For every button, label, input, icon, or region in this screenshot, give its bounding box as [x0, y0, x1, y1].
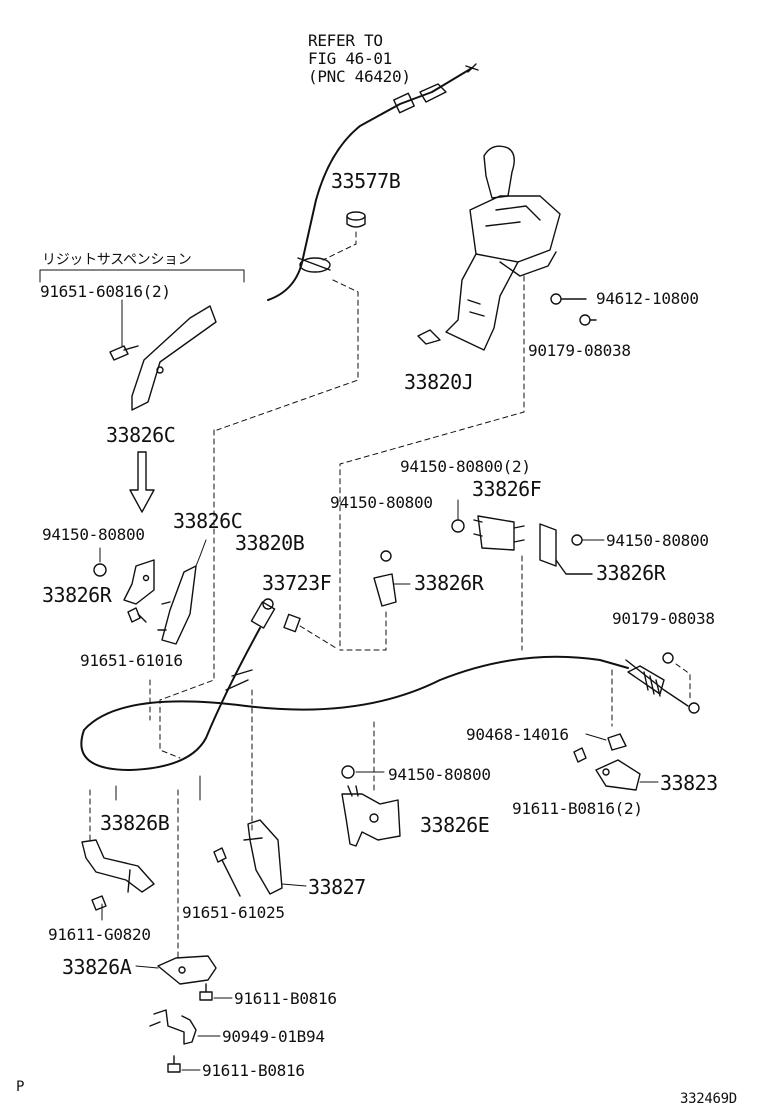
part-label: 33826R [414, 571, 484, 595]
rigid-suspension-note: リジットサスペンション [42, 252, 192, 268]
part-label: 91611-B0816 [202, 1061, 305, 1080]
part-label: 33826F [472, 477, 542, 501]
bolt-91611-b0816-2 [573, 747, 587, 763]
bolt-91651-61016 [127, 607, 147, 623]
bracket-33826c-upper [131, 305, 217, 411]
nut-94612 [550, 293, 562, 305]
part-label: 90949-01B94 [222, 1027, 325, 1046]
nut-94150-low [341, 765, 355, 779]
part-label: 33577B [331, 169, 401, 193]
nut-94150-80800-2 [451, 519, 465, 533]
nut-94150-right [571, 534, 583, 546]
part-label: 94612-10800 [596, 289, 699, 308]
part-label: 33826B [100, 811, 170, 835]
refer-line-1: REFER TO [308, 31, 383, 50]
figure-code: 332469D [680, 1091, 737, 1107]
part-label: 90179-08038 [612, 609, 715, 628]
bracket-33826a [157, 955, 217, 985]
part-label: 33823 [660, 771, 718, 795]
bracket-33820j [417, 329, 441, 345]
part-label: 33826R [42, 583, 112, 607]
part-label: 94150-80800 [606, 531, 709, 550]
bracket-33826f [473, 515, 525, 551]
shift-lever-assembly [445, 145, 561, 351]
clip-90468 [607, 733, 627, 751]
bracket-33826r-mid [373, 573, 411, 607]
nut-90179 [579, 314, 591, 326]
part-label: 94150-80800 [42, 525, 145, 544]
part-label: 94150-80800 [388, 765, 491, 784]
bracket-33826c-mid [157, 565, 197, 645]
nut-94150-mid [380, 550, 392, 562]
bracket-33827 [243, 819, 283, 895]
bolt-91651-61025 [213, 847, 241, 897]
part-label: 33826R [596, 561, 666, 585]
part-label: 90468-14016 [466, 725, 569, 744]
bolt-91651-60816 [109, 345, 139, 361]
bracket-33826b [81, 839, 155, 893]
part-label: 91611-B0816 [234, 989, 337, 1008]
bracket-33826r-right [539, 523, 593, 575]
part-label: 90179-08038 [528, 341, 631, 360]
bracket-33826r-left [123, 559, 155, 605]
part-label: 33826A [62, 955, 132, 979]
bracket-90949 [149, 1009, 197, 1045]
bracket-33823 [595, 759, 641, 791]
part-label: 94150-80800(2) [400, 457, 531, 476]
bolt-91611-b0816-b [167, 1055, 181, 1073]
part-label: 94150-80800 [330, 493, 433, 512]
bolt-91611-g0820 [91, 895, 107, 921]
part-label: 91651-60816(2) [40, 282, 171, 301]
refer-line-2: FIG 46-01 [308, 49, 392, 68]
part-label: 33826C [173, 509, 243, 533]
part-label: 33723F [262, 571, 332, 595]
part-label: 33820J [404, 370, 474, 394]
part-label: 33826C [106, 423, 176, 447]
grommet-33577b [346, 211, 366, 228]
leader-dashed [322, 231, 357, 261]
part-label: 91651-61016 [80, 651, 183, 670]
bolt-91611-b0816-a [199, 983, 213, 1001]
part-label: 33827 [308, 875, 366, 899]
part-label: 91611-B0816(2) [512, 799, 643, 818]
leader-dashed [339, 275, 525, 651]
direction-arrow [129, 451, 155, 513]
nut-94150-left [93, 563, 107, 577]
part-label: 91651-61025 [182, 903, 285, 922]
corner-letter: P [16, 1079, 25, 1095]
nut-90179-right [662, 652, 674, 664]
leader-dashed [216, 279, 359, 431]
upper-shift-cable [267, 63, 479, 301]
part-label: 91611-G0820 [48, 925, 151, 944]
bracket-33826e [341, 785, 401, 847]
bushing-33723f [283, 613, 301, 633]
main-cable-33820b [80, 598, 700, 771]
refer-line-3: (PNC 46420) [308, 67, 411, 86]
part-label: 33820B [235, 531, 305, 555]
part-label: 33826E [420, 813, 490, 837]
